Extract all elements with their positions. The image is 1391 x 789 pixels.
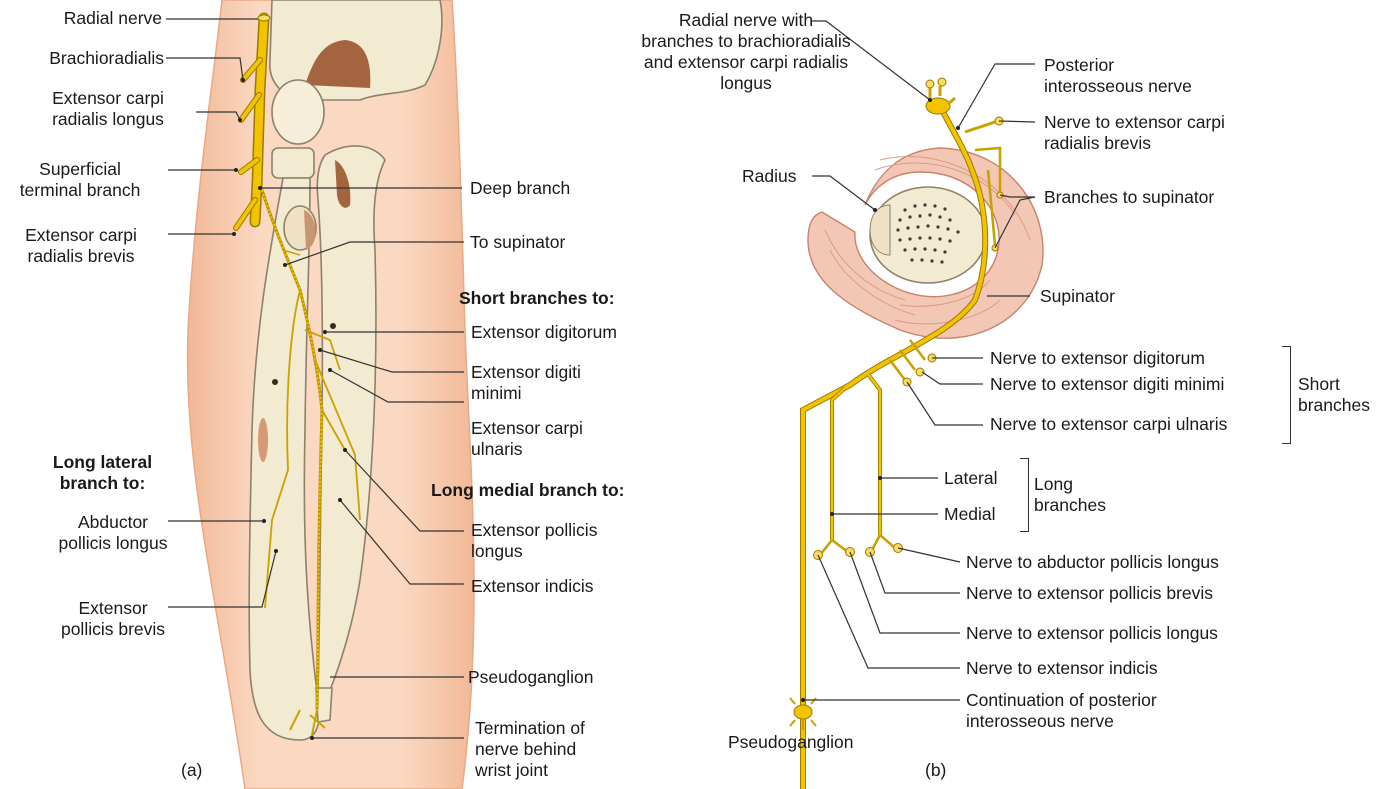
- label-nerve-ext-digiti-minimi: Nerve to extensor digiti minimi: [990, 374, 1224, 395]
- label-nerve-epb: Nerve to extensor pollicis brevis: [966, 583, 1213, 604]
- label-rn-line3: and extensor carpi radialis: [616, 52, 876, 73]
- label-ecrb-b-line2: radialis brevis: [1044, 133, 1225, 154]
- label-term-line3: wrist joint: [475, 760, 585, 781]
- label-posterior-interosseous-nerve: Posterior interosseous nerve: [1044, 55, 1192, 97]
- label-extensor-digiti-minimi: Extensor digiti minimi: [471, 362, 581, 404]
- label-epb-line1: Extensor: [0, 598, 226, 619]
- label-extensor-digitorum: Extensor digitorum: [471, 322, 617, 343]
- label-edm-line1: Extensor digiti: [471, 362, 581, 383]
- label-pseudoganglion-b: Pseudoganglion: [728, 732, 854, 753]
- label-short-branches: Short branches: [1298, 374, 1370, 416]
- label-long-line1: Long: [1034, 474, 1106, 495]
- label-ecrl-line2: radialis longus: [18, 109, 198, 130]
- label-pseudoganglion-a: Pseudoganglion: [468, 667, 594, 688]
- label-brachioradialis: Brachioradialis: [49, 48, 164, 69]
- label-term-line1: Termination of: [475, 718, 585, 739]
- label-superficial-line1: Superficial: [0, 159, 160, 180]
- label-nerve-epl: Nerve to extensor pollicis longus: [966, 623, 1218, 644]
- label-extensor-indicis: Extensor indicis: [471, 576, 594, 597]
- label-apl-line2: pollicis longus: [0, 533, 226, 554]
- label-nerve-to-ecrb: Nerve to extensor carpi radialis brevis: [1044, 112, 1225, 154]
- label-branches-to-supinator: Branches to supinator: [1044, 187, 1214, 208]
- label-long-medial-branch-to: Long medial branch to:: [431, 480, 624, 501]
- label-epl-line2: longus: [471, 541, 597, 562]
- label-radial-nerve: Radial nerve: [64, 8, 162, 29]
- label-nerve-ei: Nerve to extensor indicis: [966, 658, 1158, 679]
- label-ecu-line2: ulnaris: [471, 439, 583, 460]
- label-ecrl: Extensor carpi radialis longus: [18, 88, 198, 130]
- label-pin-line1: Posterior: [1044, 55, 1192, 76]
- label-ecu-line1: Extensor carpi: [471, 418, 583, 439]
- label-cont-line2: interosseous nerve: [966, 711, 1157, 732]
- caption-a: (a): [181, 760, 202, 781]
- label-lateral: Lateral: [944, 468, 998, 489]
- label-rn-line2: branches to brachioradialis: [616, 31, 876, 52]
- label-long-lateral-branch: Long lateral branch to:: [0, 452, 205, 494]
- label-long-branches: Long branches: [1034, 474, 1106, 516]
- label-short-branches-to: Short branches to:: [459, 288, 615, 309]
- label-extensor-pollicis-longus: Extensor pollicis longus: [471, 520, 597, 562]
- label-ecrl-line1: Extensor carpi: [18, 88, 198, 109]
- label-nerve-ext-carpi-ulnaris: Nerve to extensor carpi ulnaris: [990, 414, 1227, 435]
- short-branches-bracket: [1282, 346, 1291, 444]
- label-superficial-terminal-branch: Superficial terminal branch: [0, 159, 160, 201]
- label-deep-branch: Deep branch: [470, 178, 570, 199]
- label-long-lateral-line2: branch to:: [0, 473, 205, 494]
- label-epb-line2: pollicis brevis: [0, 619, 226, 640]
- label-extensor-pollicis-brevis: Extensor pollicis brevis: [0, 598, 226, 640]
- label-nerve-ext-digitorum: Nerve to extensor digitorum: [990, 348, 1205, 369]
- label-to-supinator: To supinator: [470, 232, 565, 253]
- label-superficial-line2: terminal branch: [0, 180, 160, 201]
- label-cont-line1: Continuation of posterior: [966, 690, 1157, 711]
- label-term-line2: nerve behind: [475, 739, 585, 760]
- label-short-line1: Short: [1298, 374, 1370, 395]
- label-ecrb-a-line1: Extensor carpi: [0, 225, 162, 246]
- label-medial: Medial: [944, 504, 996, 525]
- label-rn-line1: Radial nerve with: [616, 10, 876, 31]
- label-radial-nerve-with-branches: Radial nerve with branches to brachiorad…: [616, 10, 876, 94]
- label-continuation-pin: Continuation of posterior interosseous n…: [966, 690, 1157, 732]
- long-branches-bracket: [1020, 458, 1029, 532]
- label-termination: Termination of nerve behind wrist joint: [475, 718, 585, 781]
- caption-b: (b): [925, 760, 946, 781]
- label-abductor-pollicis-longus: Abductor pollicis longus: [0, 512, 226, 554]
- label-edm-line2: minimi: [471, 383, 581, 404]
- label-radius: Radius: [742, 166, 796, 187]
- label-ecrb-a-line2: radialis brevis: [0, 246, 162, 267]
- label-ecrb-a: Extensor carpi radialis brevis: [0, 225, 162, 267]
- label-pin-line2: interosseous nerve: [1044, 76, 1192, 97]
- label-ecrb-b-line1: Nerve to extensor carpi: [1044, 112, 1225, 133]
- label-short-line2: branches: [1298, 395, 1370, 416]
- label-extensor-carpi-ulnaris: Extensor carpi ulnaris: [471, 418, 583, 460]
- label-long-line2: branches: [1034, 495, 1106, 516]
- label-long-lateral-line1: Long lateral: [0, 452, 205, 473]
- label-rn-line4: longus: [616, 73, 876, 94]
- label-epl-line1: Extensor pollicis: [471, 520, 597, 541]
- label-supinator: Supinator: [1040, 286, 1115, 307]
- label-nerve-apl: Nerve to abductor pollicis longus: [966, 552, 1219, 573]
- label-apl-line1: Abductor: [0, 512, 226, 533]
- radius-cross-section: [870, 187, 986, 283]
